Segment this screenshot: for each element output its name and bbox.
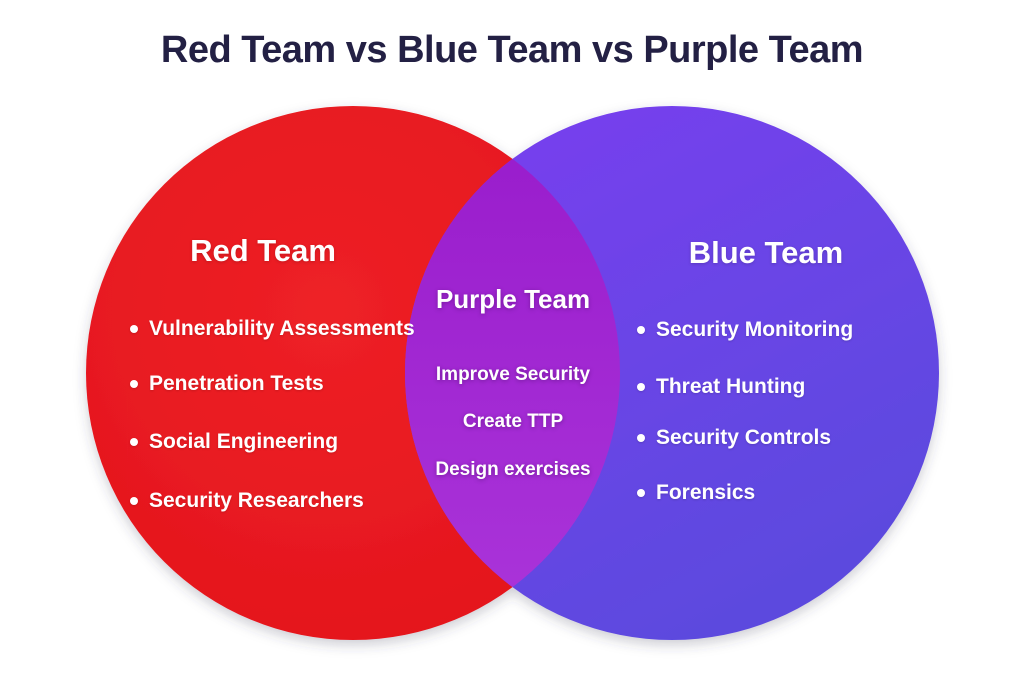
bullet-icon (130, 497, 138, 505)
bullet-icon (130, 325, 138, 333)
list-item: Forensics (637, 479, 755, 507)
red-team-heading: Red Team (190, 233, 336, 268)
purple-overlap-region (405, 106, 620, 640)
list-item: Security Controls (637, 424, 831, 452)
list-item-label: Forensics (656, 481, 756, 504)
bullet-icon (637, 383, 645, 391)
purple-team-heading: Purple Team (435, 284, 591, 314)
list-item-label: Vulnerability Assessments (149, 317, 415, 340)
page-title: Red Team vs Blue Team vs Purple Team (160, 29, 864, 71)
bullet-icon (130, 438, 138, 446)
blue-team-heading: Blue Team (688, 235, 844, 270)
list-item: Penetration Tests (130, 370, 324, 398)
list-item: Threat Hunting (637, 373, 805, 401)
list-item: Social Engineering (130, 428, 338, 456)
list-item-label: Security Monitoring (656, 318, 854, 341)
list-item-label: Threat Hunting (656, 375, 806, 398)
list-item: Improve Security (435, 364, 591, 385)
list-item: Security Researchers (130, 487, 364, 515)
list-item: Security Monitoring (637, 316, 853, 344)
list-item: Vulnerability Assessments (130, 315, 415, 343)
bullet-icon (637, 434, 645, 442)
list-item: Create TTP (462, 411, 564, 432)
bullet-icon (637, 489, 645, 497)
list-item: Design exercises (435, 459, 591, 480)
bullet-icon (130, 380, 138, 388)
bullet-icon (637, 326, 645, 334)
list-item-label: Social Engineering (149, 430, 339, 453)
list-item-label: Security Researchers (149, 489, 364, 512)
list-item-label: Security Controls (656, 426, 832, 449)
list-item-label: Penetration Tests (149, 372, 324, 395)
